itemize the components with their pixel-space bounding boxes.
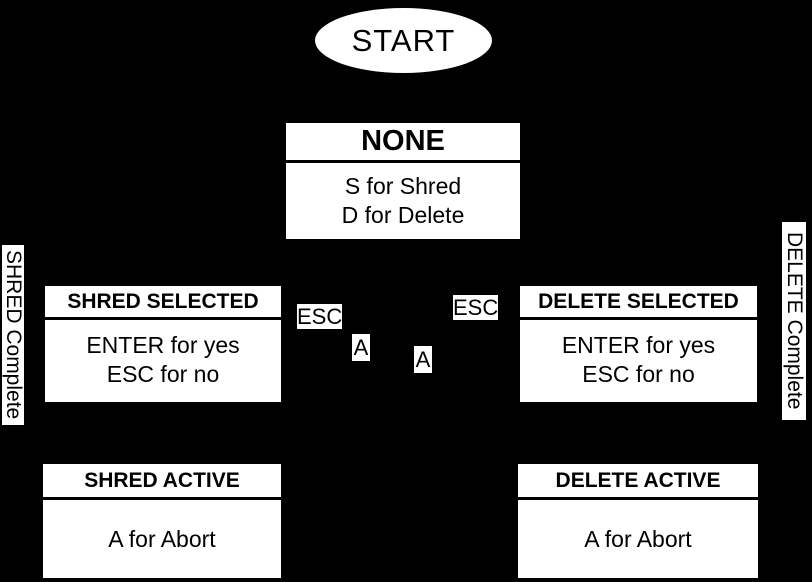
- state-delete-selected-line-2: ESC for no: [582, 361, 695, 387]
- state-delete-selected-body: ENTER for yes ESC for no: [520, 320, 757, 389]
- state-shred-active: SHRED ACTIVE A for Abort: [43, 464, 281, 578]
- state-none: NONE S for Shred D for Delete: [286, 123, 520, 239]
- state-delete-active-body: A for Abort: [518, 500, 758, 578]
- state-delete-active: DELETE ACTIVE A for Abort: [518, 464, 758, 578]
- start-node: START: [315, 8, 492, 73]
- state-shred-selected-title: SHRED SELECTED: [45, 286, 281, 320]
- state-none-line-1: S for Shred: [344, 173, 462, 199]
- state-shred-active-title: SHRED ACTIVE: [43, 464, 281, 500]
- edge-label-shred-complete: SHRED Complete: [2, 245, 25, 425]
- state-none-line-2: D for Delete: [341, 202, 465, 228]
- state-shred-selected-line-1: ENTER for yes: [86, 332, 240, 358]
- edge-label-delete-complete: DELETE Complete: [782, 222, 806, 420]
- state-none-body: S for Shred D for Delete: [286, 163, 520, 230]
- edge-label-esc-left: ESC: [297, 304, 343, 329]
- state-delete-selected: DELETE SELECTED ENTER for yes ESC for no: [520, 286, 757, 402]
- state-none-title: NONE: [286, 123, 520, 163]
- edge-label-a-right: A: [414, 346, 432, 373]
- edge-label-a-left: A: [352, 334, 370, 361]
- state-delete-selected-title: DELETE SELECTED: [520, 286, 757, 320]
- state-shred-active-body: A for Abort: [43, 500, 281, 578]
- start-node-label: START: [351, 22, 456, 58]
- state-delete-active-line-1: A for Abort: [584, 525, 692, 552]
- state-delete-selected-line-1: ENTER for yes: [561, 332, 716, 358]
- state-shred-selected-body: ENTER for yes ESC for no: [45, 320, 281, 389]
- state-shred-selected-line-2: ESC for no: [106, 361, 220, 387]
- state-shred-active-line-1: A for Abort: [108, 525, 216, 552]
- edge-label-esc-right: ESC: [453, 295, 499, 320]
- state-delete-active-title: DELETE ACTIVE: [518, 464, 758, 500]
- state-shred-selected: SHRED SELECTED ENTER for yes ESC for no: [45, 286, 281, 402]
